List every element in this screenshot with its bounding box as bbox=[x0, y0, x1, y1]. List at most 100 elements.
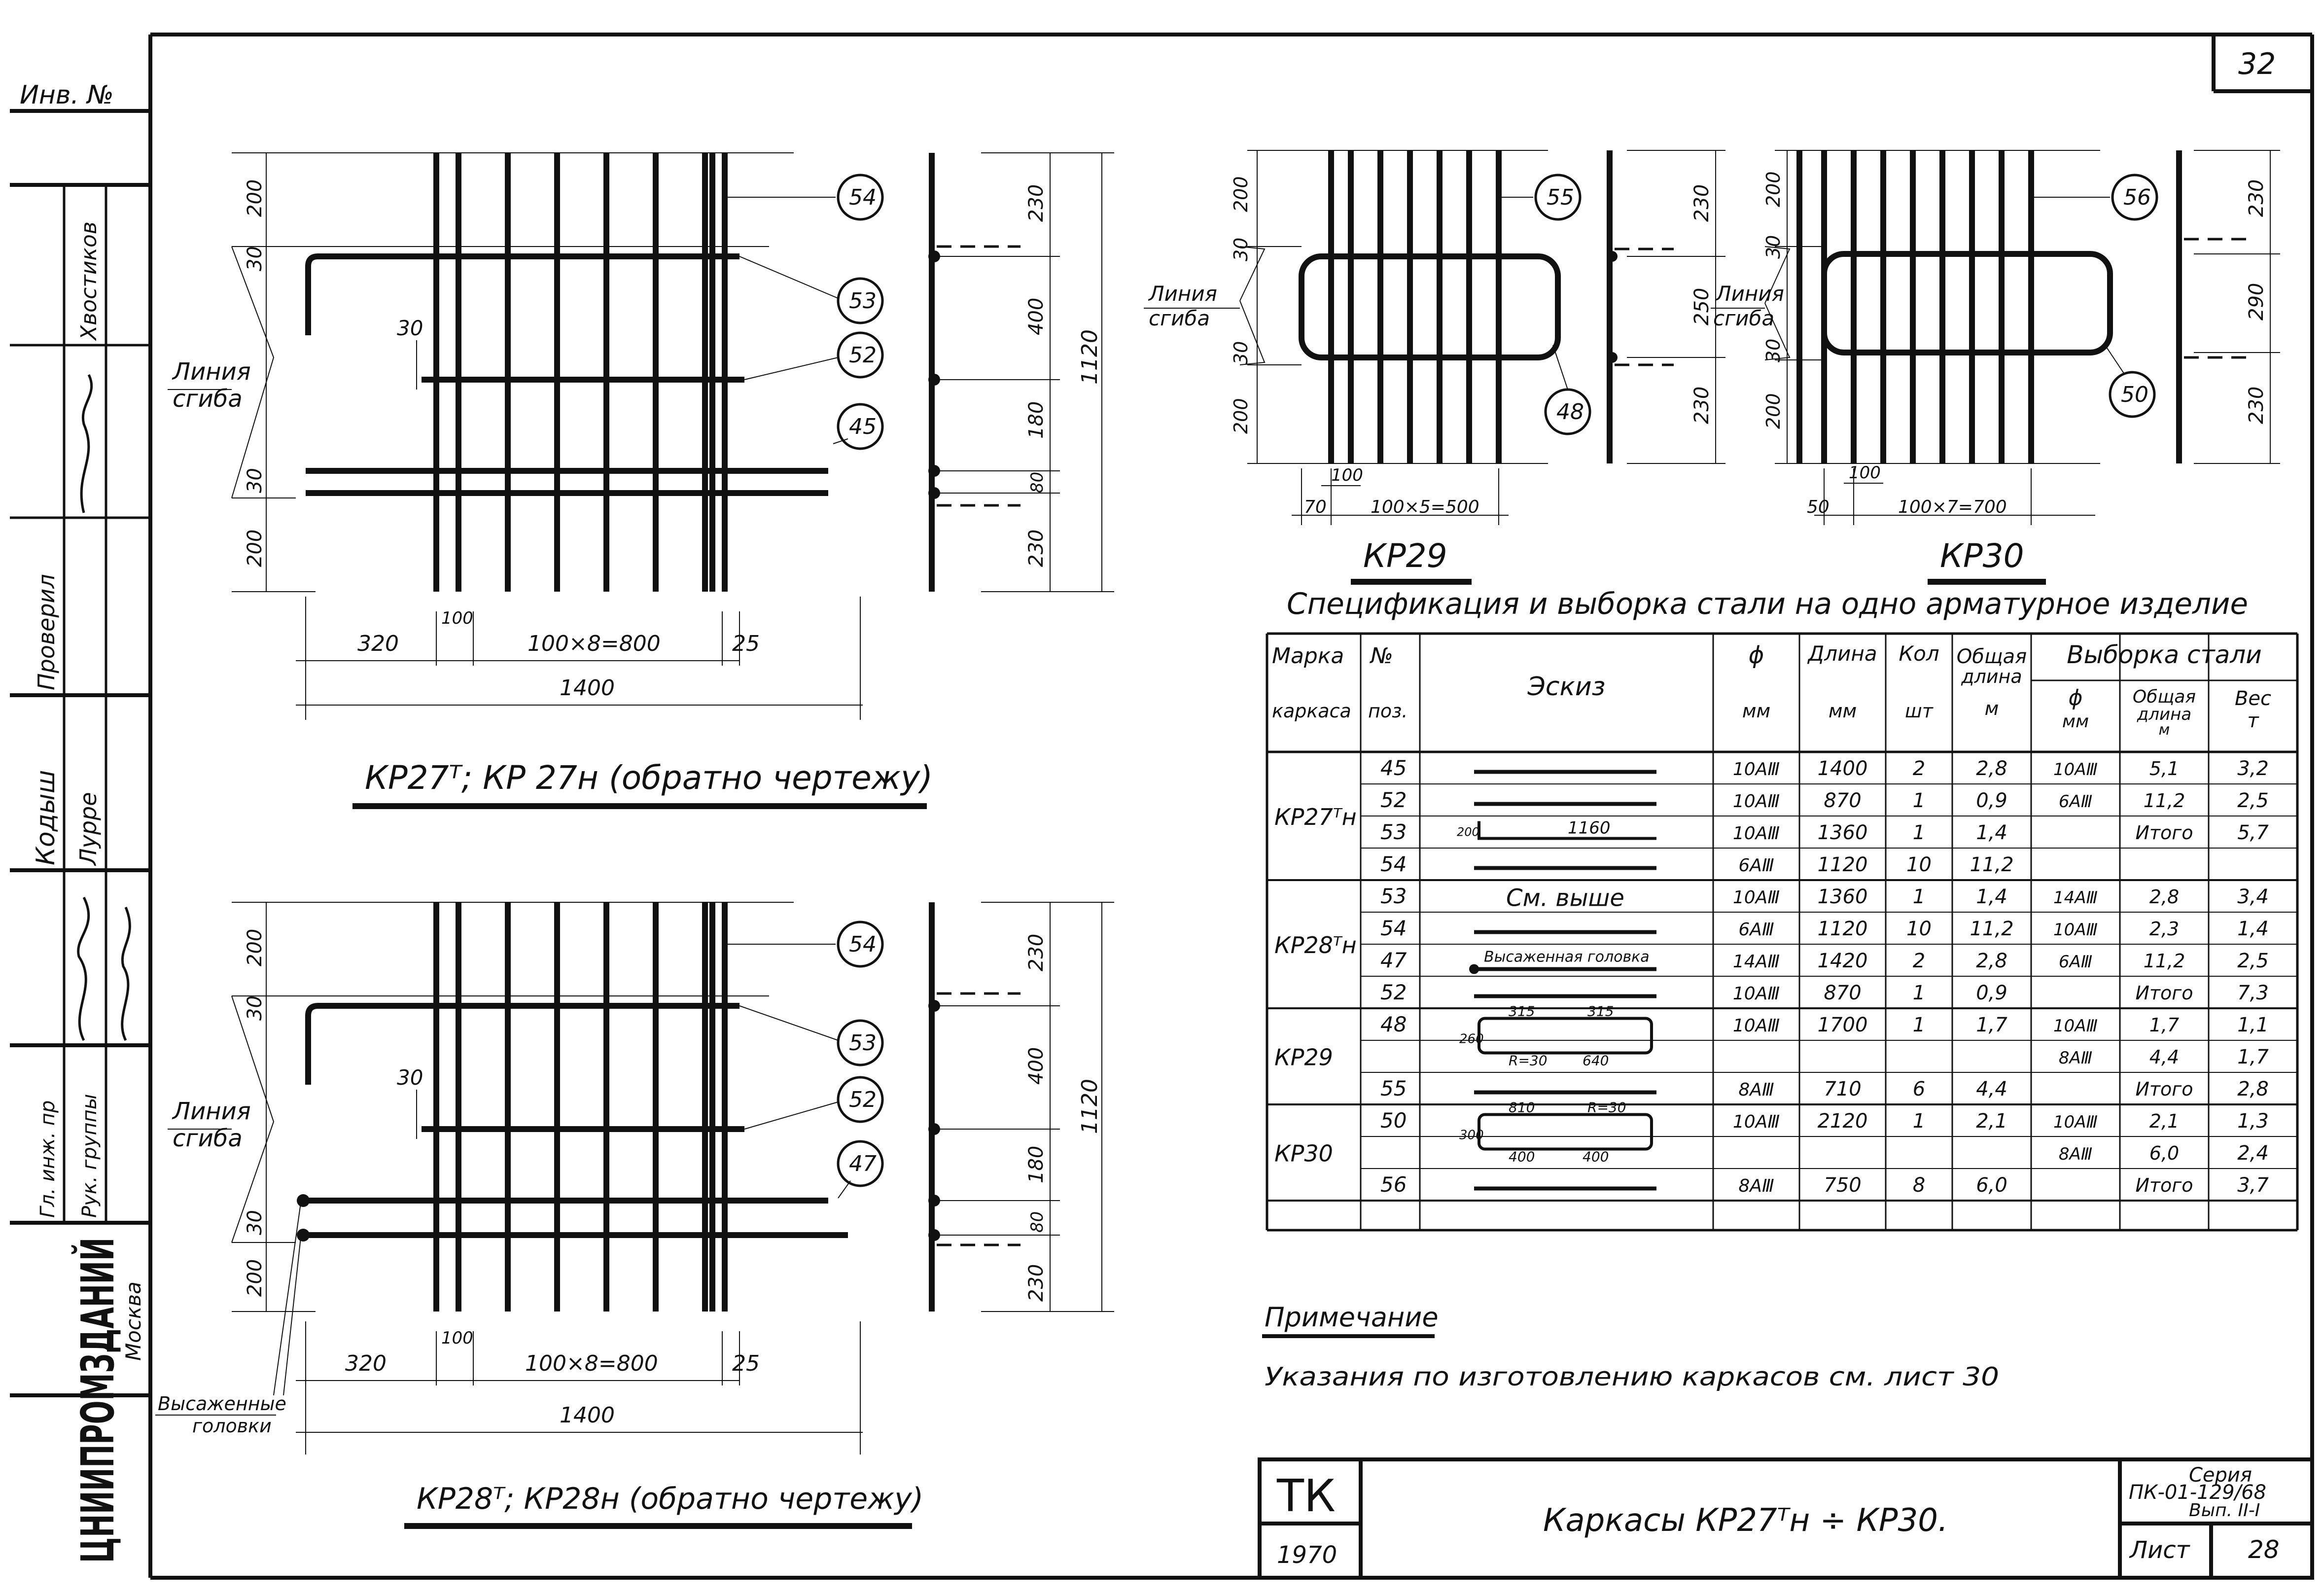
hdr-total-1: Общая bbox=[1957, 645, 2027, 668]
kr28-heads-2: головки bbox=[192, 1415, 272, 1437]
row-sel-len: 2,1 bbox=[2149, 1110, 2179, 1132]
hdr-sw-1: Вес bbox=[2235, 687, 2271, 710]
kr30-side-290: 290 bbox=[2245, 283, 2268, 320]
signature-1 bbox=[80, 374, 93, 513]
sketch-frame bbox=[1478, 1017, 1653, 1055]
sheet-value: 28 bbox=[2248, 1535, 2280, 1564]
hdr-slen-2: длина bbox=[2137, 705, 2191, 724]
row-total: 2,8 bbox=[1976, 757, 2007, 780]
kr27-dim-100: 100 bbox=[441, 608, 473, 628]
kr30-drawing: 200 30 30 200 Линия сгиба 50 100 100×7=7… bbox=[1711, 150, 2280, 585]
row-sel-weight: 1,1 bbox=[2237, 1014, 2269, 1036]
kr27-caption: КР27ᵀ; КР 27н (обратно чертежу) bbox=[365, 759, 933, 797]
kr30-dim-30-bot: 30 bbox=[1762, 339, 1784, 362]
signature-2 bbox=[77, 896, 90, 1041]
row-len: 1420 bbox=[1818, 950, 1868, 972]
kr30-side-230-bot: 230 bbox=[2245, 387, 2268, 424]
note: Примечание Указания по изготовлению карк… bbox=[1262, 1302, 1999, 1392]
sketch-frame-b: 315 bbox=[1509, 1003, 1535, 1020]
title-block: ТК 1970 Каркасы КР27ᵀн ÷ КР30. Серия ПК-… bbox=[1258, 1457, 2314, 1580]
row-sel-len: 11,2 bbox=[2144, 950, 2185, 972]
kr27-dim-25: 25 bbox=[732, 631, 760, 656]
kr27-dim-800: 100×8=800 bbox=[528, 631, 661, 656]
row-pos: 53 bbox=[1380, 820, 1407, 844]
row-pos: 52 bbox=[1380, 788, 1407, 812]
kr28-dim-320: 320 bbox=[345, 1351, 387, 1376]
row-len: 710 bbox=[1824, 1078, 1861, 1100]
spec-title: Спецификация и выборка стали на одно арм… bbox=[1287, 587, 2248, 621]
kr27-pos-52: 52 bbox=[849, 343, 877, 368]
sheet-number-top: 32 bbox=[2238, 47, 2276, 81]
kr29-bend-line-1: Линия bbox=[1148, 282, 1217, 306]
hdr-slen-3: м bbox=[2159, 721, 2170, 739]
row-pos: 52 bbox=[1380, 980, 1407, 1004]
side-name-1: Хвостиков bbox=[76, 221, 102, 341]
row-len: 1120 bbox=[1818, 918, 1868, 940]
kr27-side-180: 180 bbox=[1025, 401, 1048, 439]
hdr-sdia-1: ϕ bbox=[2068, 685, 2082, 710]
row-len: 1360 bbox=[1818, 886, 1868, 908]
row-sel-weight: 1,7 bbox=[2237, 1046, 2269, 1068]
row-dia: 6АⅢ bbox=[1738, 855, 1774, 876]
kr28-dim-30-bot: 30 bbox=[244, 1210, 266, 1235]
sketch-frame-d: 400 bbox=[1509, 1149, 1535, 1165]
row-sel-weight: 1,3 bbox=[2237, 1110, 2269, 1133]
row-total: 11,2 bbox=[1970, 853, 2013, 876]
kr29-bend-line-2: сгиба bbox=[1149, 306, 1210, 330]
kr29-pos-55: 55 bbox=[1547, 185, 1574, 210]
row-total: 1,4 bbox=[1976, 886, 2007, 908]
side-label-checked: Проверил bbox=[33, 574, 60, 690]
row-dia: 10АⅢ bbox=[1733, 887, 1780, 908]
row-sel-len: Итого bbox=[2135, 982, 2193, 1004]
sheet-label: Лист bbox=[2129, 1536, 2191, 1564]
kr30-dim-200-bot: 200 bbox=[1762, 393, 1784, 429]
row-total: 6,0 bbox=[1976, 1174, 2007, 1197]
kr27-dim-30-top: 30 bbox=[244, 246, 266, 271]
hdr-dia-2: мм bbox=[1742, 700, 1770, 722]
kr27-side-230-top: 230 bbox=[1025, 184, 1048, 222]
row-sel-dia: 10АⅢ bbox=[2053, 920, 2098, 940]
row-qty: 1 bbox=[1913, 821, 1925, 844]
row-total: 1,7 bbox=[1976, 1014, 2007, 1036]
kr29-pos-48: 48 bbox=[1556, 399, 1584, 425]
row-sel-dia: 8АⅢ bbox=[2059, 1048, 2092, 1068]
row-len: 870 bbox=[1824, 982, 1861, 1004]
row-pos: 50 bbox=[1380, 1108, 1407, 1133]
kr29-caption: КР29 bbox=[1363, 537, 1447, 575]
row-total: 2,8 bbox=[1976, 950, 2007, 972]
kr28-heads-1: Высаженные bbox=[158, 1393, 286, 1415]
kr27-dim-1400: 1400 bbox=[560, 675, 615, 701]
kr27-side-1120: 1120 bbox=[1077, 329, 1102, 385]
row-qty: 2 bbox=[1913, 757, 1925, 780]
row-sel-dia: 10АⅢ bbox=[2053, 1016, 2098, 1036]
tk-label: ТК bbox=[1276, 1470, 1336, 1522]
row-len: 2120 bbox=[1818, 1110, 1868, 1133]
row-sel-len: Итого bbox=[2135, 1174, 2193, 1196]
kr29-dim-200-top: 200 bbox=[1230, 176, 1252, 212]
row-dia: 8АⅢ bbox=[1738, 1176, 1774, 1196]
row-pos: 48 bbox=[1380, 1012, 1407, 1036]
row-len: 1400 bbox=[1818, 757, 1868, 780]
hdr-pos-2: поз. bbox=[1368, 700, 1408, 722]
kr28-side-80: 80 bbox=[1027, 1211, 1047, 1233]
row-qty: 1 bbox=[1913, 1110, 1925, 1133]
kr28-side-1120: 1120 bbox=[1077, 1079, 1102, 1134]
row-sel-len: 6,0 bbox=[2149, 1142, 2179, 1164]
row-sel-dia: 10АⅢ bbox=[2053, 1112, 2098, 1132]
row-pos: 53 bbox=[1380, 884, 1407, 908]
kr29-dim-70: 70 bbox=[1304, 497, 1327, 517]
inv-label: Инв. № bbox=[20, 80, 114, 110]
kr29-drawing: 200 30 30 200 Линия сгиба 70 100 100×5=5… bbox=[1144, 150, 1725, 585]
kr28-side-180: 180 bbox=[1025, 1146, 1048, 1183]
row-sel-len: 1,7 bbox=[2149, 1014, 2179, 1036]
row-qty: 10 bbox=[1906, 918, 1932, 940]
kr27-drawing: 200 30 30 200 30 Линия сгиба 320 100×8=8… bbox=[168, 152, 1114, 809]
sketch-frame-c: R=30 bbox=[1587, 1099, 1626, 1116]
row-dia: 10АⅢ bbox=[1733, 1016, 1780, 1036]
row-total: 1,4 bbox=[1976, 821, 2007, 844]
side-label-group: Рук. группы bbox=[78, 1094, 101, 1218]
kr28-pos-54: 54 bbox=[849, 932, 877, 957]
row-sel-dia: 10АⅢ bbox=[2053, 760, 2098, 780]
kr27-dim-320: 320 bbox=[357, 631, 399, 656]
